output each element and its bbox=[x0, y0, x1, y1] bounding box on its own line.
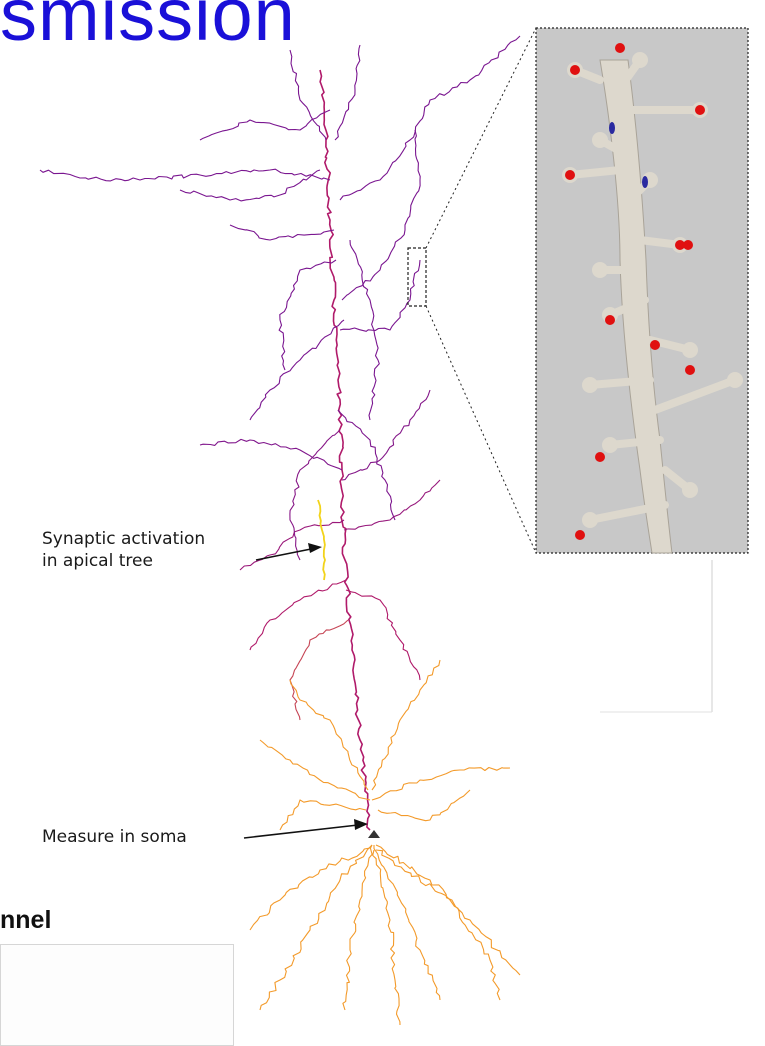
apical-tuft-branch bbox=[180, 170, 320, 201]
apical-tuft-branch bbox=[340, 36, 520, 200]
apical-tuft-branch bbox=[290, 50, 326, 140]
synapse-marker-red bbox=[570, 65, 580, 75]
activated-segment bbox=[318, 500, 325, 580]
basal-dendrite bbox=[374, 845, 440, 1000]
apical-oblique-branch bbox=[342, 390, 430, 480]
soma-label: Measure in soma bbox=[42, 826, 187, 848]
section-heading-fragment: nnel bbox=[0, 906, 51, 935]
spine-head bbox=[602, 437, 618, 453]
synapse-marker-blue bbox=[642, 176, 648, 188]
apical-tuft-branch bbox=[230, 225, 334, 240]
spine-head bbox=[592, 132, 608, 148]
spine-head bbox=[727, 372, 743, 388]
soma bbox=[368, 830, 380, 838]
spine-head bbox=[582, 512, 598, 528]
apical-oblique-branch bbox=[250, 580, 346, 650]
synapse-marker-red bbox=[565, 170, 575, 180]
perisomatic-branch bbox=[372, 660, 440, 790]
synapse-marker-red bbox=[605, 315, 615, 325]
apical-trunk bbox=[320, 70, 370, 830]
synapse-marker-red bbox=[685, 365, 695, 375]
synapse-marker-red bbox=[683, 240, 693, 250]
spine-head bbox=[682, 342, 698, 358]
spine-head bbox=[592, 262, 608, 278]
synaptic-label-line1: Synaptic activation bbox=[42, 528, 205, 550]
spine-head bbox=[682, 482, 698, 498]
basal-dendrite bbox=[250, 848, 370, 930]
synaptic-arrowhead bbox=[308, 543, 322, 553]
perisomatic-branch bbox=[372, 768, 510, 801]
synapse-marker-red bbox=[615, 43, 625, 53]
apical-oblique-branch bbox=[338, 410, 395, 520]
dendrite-inset bbox=[536, 28, 748, 553]
perisomatic-branch bbox=[260, 740, 370, 800]
apical-tuft-branch bbox=[279, 260, 336, 370]
synapse-marker-red bbox=[595, 452, 605, 462]
zoom-connector-bottom bbox=[426, 306, 536, 553]
basal-dendrite bbox=[343, 845, 372, 1010]
synaptic-arrow bbox=[256, 548, 316, 560]
perisomatic-branch bbox=[378, 790, 470, 821]
dendritic-spine bbox=[590, 380, 650, 385]
synapse-marker-red bbox=[650, 340, 660, 350]
synaptic-label-line2: in apical tree bbox=[42, 550, 153, 572]
basal-dendrite bbox=[373, 850, 400, 1025]
apical-oblique-branch bbox=[240, 520, 344, 570]
apical-tuft-branch bbox=[335, 45, 360, 140]
soma-arrow bbox=[244, 825, 358, 838]
apical-oblique-branch bbox=[200, 439, 342, 470]
synapse-marker-blue bbox=[609, 122, 615, 134]
apical-oblique-branch bbox=[344, 480, 440, 530]
apical-oblique-branch bbox=[290, 620, 348, 720]
apical-oblique-branch bbox=[346, 590, 420, 680]
synapse-marker-red bbox=[695, 105, 705, 115]
soma-arrowhead bbox=[354, 819, 368, 830]
basal-dendrite bbox=[376, 845, 520, 975]
zoom-connector-top bbox=[426, 28, 536, 248]
apical-tuft-branch bbox=[40, 169, 330, 181]
apical-tuft-branch bbox=[250, 320, 344, 420]
synapse-marker-red bbox=[575, 530, 585, 540]
lower-panel-fragment bbox=[0, 944, 234, 1046]
spine-head bbox=[632, 52, 648, 68]
spine-head bbox=[582, 377, 598, 393]
apical-oblique-branch bbox=[290, 430, 340, 560]
